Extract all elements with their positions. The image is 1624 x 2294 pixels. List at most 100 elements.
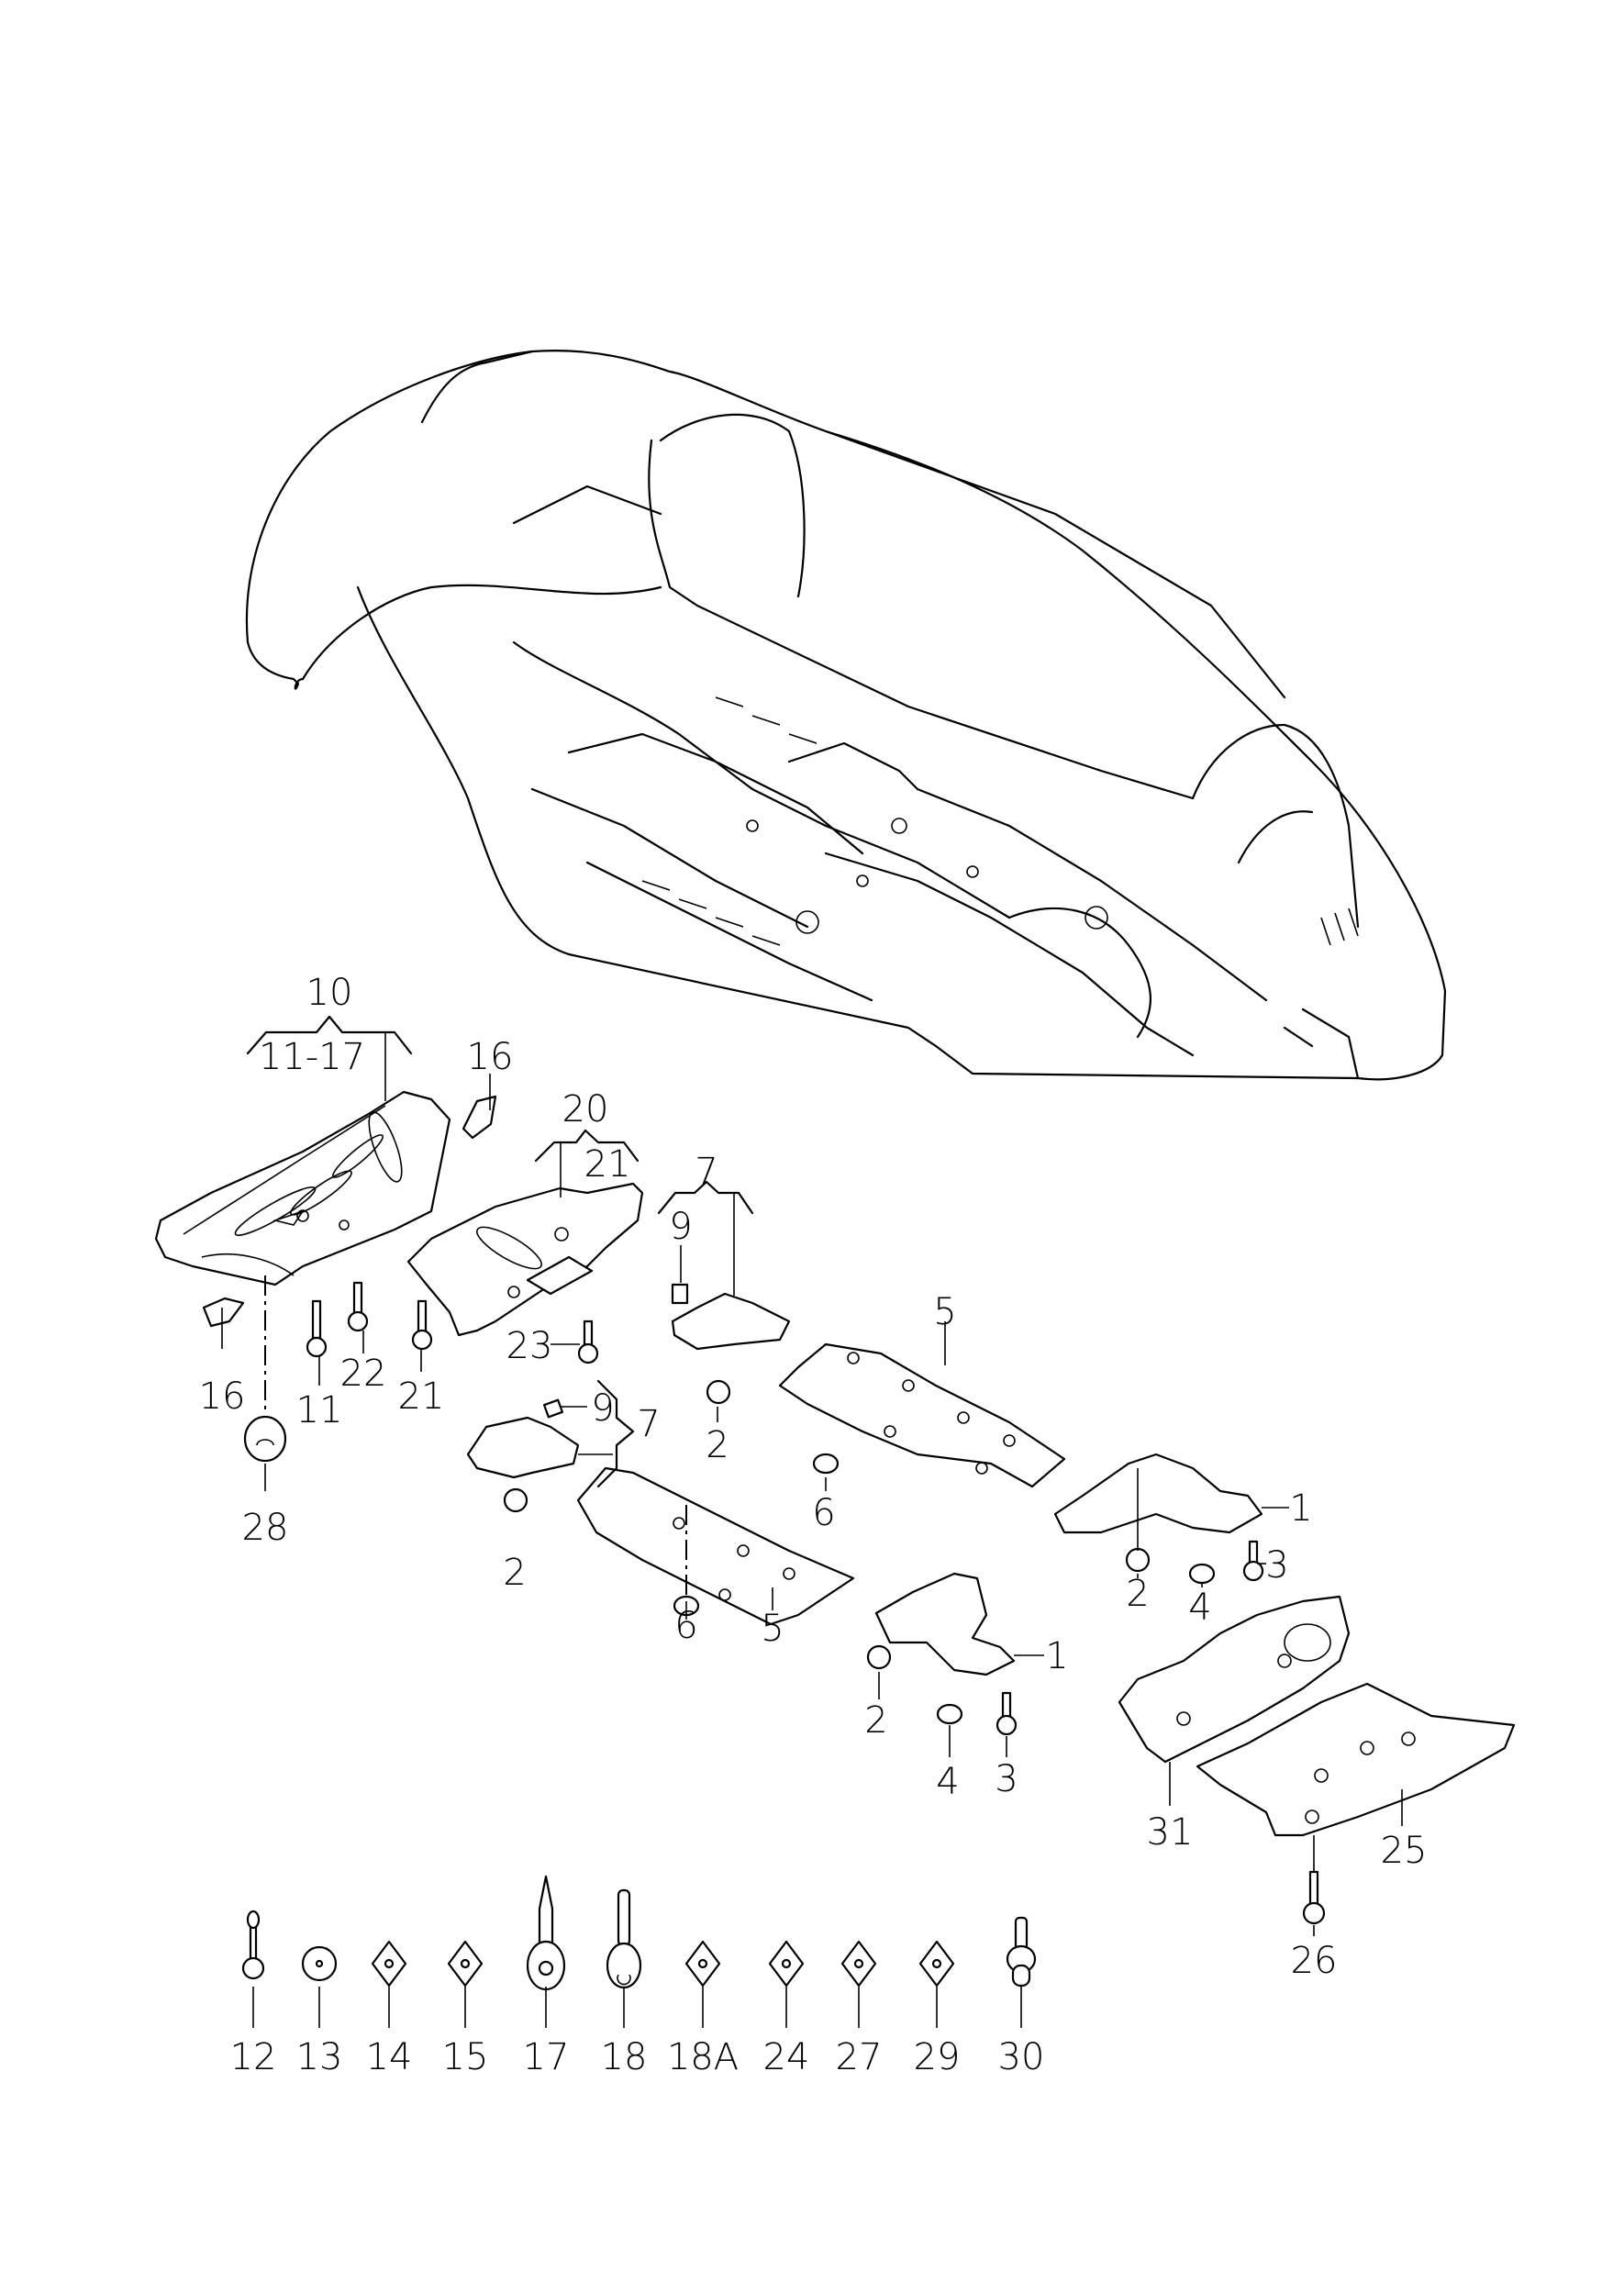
callout-2-d: 2: [1126, 1573, 1149, 1615]
bracket-16-left: [202, 1297, 245, 1328]
spring-nut-shape: [460, 1958, 471, 1969]
hardware-label: 13: [296, 2036, 343, 2078]
front-undertray-panel-10: [154, 1090, 451, 1286]
self-tapping-screw-shape: [617, 1974, 631, 1986]
undertray-panel-5-lower: [576, 1466, 855, 1626]
callout-16-left: 16: [199, 1375, 246, 1418]
torx-screw-shape: [538, 1960, 554, 1977]
bracket-16-top: [462, 1095, 497, 1140]
bolt-with-washer-shape: [246, 1910, 261, 1930]
callout-26: 26: [1291, 1940, 1338, 1982]
hardware-label: 29: [914, 2036, 961, 2078]
hardware-item-30: 30: [998, 1916, 1045, 2078]
fastener-21: [411, 1299, 433, 1351]
nut-2-a: [706, 1379, 731, 1405]
hardware-item-18: 18: [601, 1888, 648, 2078]
callout-1-a: 1: [1045, 1635, 1068, 1677]
bracket-panel-1-middle: [874, 1572, 1016, 1676]
spring-nut-shape: [931, 1958, 942, 1969]
hardware-label: 24: [763, 2036, 810, 2078]
callout-11-17: 11-17: [259, 1036, 365, 1078]
callout-21: 21: [398, 1375, 445, 1418]
callout-16-top: 16: [467, 1036, 514, 1078]
callout-6-a: 6: [812, 1492, 835, 1534]
washer-icon: [301, 1945, 338, 1982]
callout-28: 28: [242, 1507, 289, 1549]
fastener-11: [306, 1299, 328, 1358]
clip-nut-icon: [768, 1940, 805, 1988]
callout-4-b: 4: [1188, 1587, 1211, 1629]
hardware-label: 17: [523, 2036, 570, 2078]
bracket-panel-7-mid: [466, 1398, 580, 1479]
callout-4-a: 4: [936, 1761, 959, 1803]
hardware-item-29: 29: [914, 1940, 961, 2078]
hardware-label: 15: [442, 2036, 489, 2078]
undertray-panel-20: [406, 1182, 644, 1337]
callout-7-mid: 7: [637, 1403, 660, 1445]
callout-2-a: 2: [706, 1424, 729, 1466]
clip-nut-shape: [384, 1958, 395, 1969]
callout-1-b: 1: [1289, 1487, 1312, 1530]
callout-6-b: 6: [674, 1605, 697, 1647]
collar-bolt-shape: [1011, 1964, 1031, 1988]
fastener-23: [577, 1320, 599, 1364]
screw-3-b: [1242, 1540, 1264, 1582]
spring-nut-icon: [918, 1940, 955, 1988]
bracket-panel-1-right: [1053, 1453, 1263, 1534]
nut-2-d: [1125, 1547, 1151, 1573]
callout-25: 25: [1381, 1830, 1428, 1872]
spring-nut-icon: [447, 1940, 484, 1988]
callout-3-b: 3: [1265, 1544, 1288, 1587]
self-tapping-screw-shape: [606, 1942, 642, 1989]
callout-22: 22: [340, 1353, 387, 1395]
leader-lines: [221, 1015, 1403, 1936]
hardware-item-15: 15: [442, 1940, 489, 2078]
callout-9-top: 9: [669, 1206, 692, 1248]
callout-10: 10: [306, 972, 353, 1014]
hardware-label: 14: [366, 2036, 413, 2078]
bracket-panel-7-top: [671, 1283, 791, 1351]
callout-2-c: 2: [864, 1699, 887, 1742]
clip-nut-icon: [684, 1940, 721, 1988]
callout-5-a: 5: [933, 1291, 956, 1333]
clip-4-a: [936, 1703, 963, 1725]
hardware-label: 12: [230, 2036, 277, 2078]
self-tapping-screw-icon: [606, 1888, 642, 1989]
hardware-item-14: 14: [366, 1940, 413, 2078]
callout-23: 23: [506, 1325, 553, 1367]
callout-9-mid: 9: [591, 1387, 614, 1430]
rear-undertray-panel-25: [1196, 1682, 1516, 1837]
hardware-item-18A: 18A: [667, 1940, 739, 2078]
vehicle-body-illustration: [245, 350, 1447, 1081]
clip-nut-shape: [697, 1958, 708, 1969]
hardware-label: 18A: [667, 2036, 739, 2078]
torx-screw-shape: [538, 1875, 554, 1947]
clip-6-a: [812, 1453, 840, 1475]
callout-5-b: 5: [761, 1608, 784, 1650]
washer-shape: [315, 1959, 324, 1968]
heat-shield-panel-31: [1118, 1595, 1351, 1764]
hardware-label: 30: [998, 2036, 1045, 2078]
callout-labels: 10 11-17 16 20 21 7 9 16 11 22 21 23 28 …: [199, 972, 1428, 1982]
collar-bolt-shape: [1014, 1916, 1029, 1952]
callout-31: 31: [1147, 1811, 1194, 1854]
callout-2-b: 2: [503, 1552, 526, 1594]
callout-20: 20: [562, 1088, 609, 1130]
clip-nut-shape: [781, 1958, 792, 1969]
spring-nut-shape: [853, 1958, 864, 1969]
bolt-with-washer-shape: [241, 1956, 265, 1980]
hardware-label: 18: [601, 2036, 648, 2078]
screw-3-a: [996, 1691, 1018, 1736]
torx-screw-icon: [526, 1875, 566, 1991]
hardware-item-12: 12: [230, 1910, 277, 2078]
undertray-panel-5-upper: [778, 1342, 1066, 1488]
self-tapping-screw-shape: [617, 1888, 631, 1947]
spring-nut-icon: [840, 1940, 877, 1988]
hardware-item-24: 24: [763, 1940, 810, 2078]
grommet-28: [243, 1415, 287, 1463]
hardware-row: 12 13 14 15 17 18 18A 24 27 29 30: [230, 1875, 1045, 2078]
bolt-with-washer-icon: [241, 1910, 265, 1980]
hardware-label: 27: [836, 2036, 883, 2078]
hardware-item-17: 17: [523, 1875, 570, 2078]
